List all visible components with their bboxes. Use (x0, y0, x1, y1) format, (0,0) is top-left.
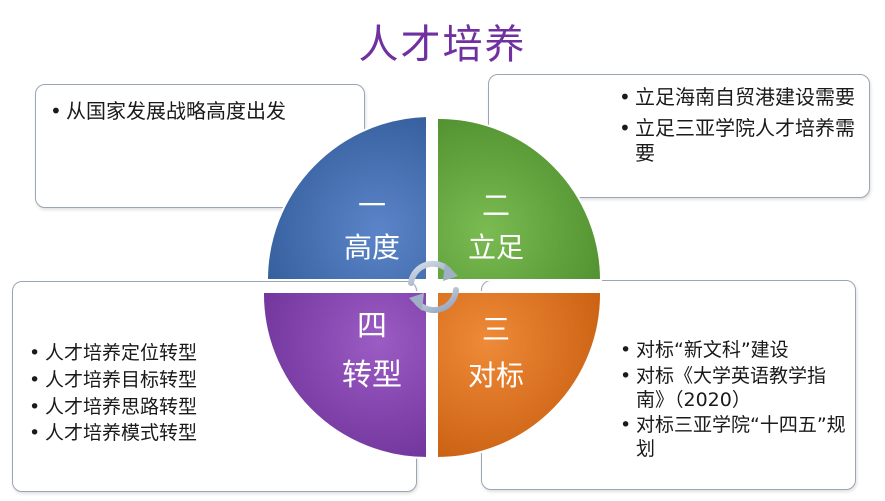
list-item: 对标三亚学院“十四五”规划 (618, 414, 847, 462)
quadrant-label-number: 二 (482, 189, 510, 222)
quadrant-label-number: 三 (482, 313, 510, 346)
list-item: 对标“新文科”建设 (618, 339, 847, 363)
list-item: 人才培养目标转型 (27, 369, 408, 393)
list-item: 人才培养定位转型 (27, 342, 408, 366)
list-item: 立足海南自贸港建设需要 (617, 85, 861, 110)
quadrant-label-text: 立足 (468, 231, 524, 264)
list-item: 人才培养思路转型 (27, 396, 408, 420)
text-box-bottom-right: 对标“新文科”建设 对标《大学英语教学指南》（2020） 对标三亚学院“十四五”… (481, 280, 856, 490)
quadrant-bottom-left: 四 转型 (261, 291, 428, 460)
list-item: 对标《大学英语教学指南》（2020） (618, 365, 847, 413)
text-box-top-right: 立足海南自贸港建设需要 立足三亚学院人才培养需要 (488, 74, 870, 198)
list-item: 立足三亚学院人才培养需要 (617, 116, 861, 166)
quadrant-top-left: 一 高度 (265, 114, 428, 281)
quadrant-label-text: 高度 (344, 231, 400, 264)
quadrant-label-text: 对标 (468, 359, 524, 392)
circular-arrows-icon (408, 260, 459, 314)
page-title: 人才培养 (358, 22, 527, 68)
quadrant-label-number: 四 (357, 309, 387, 344)
quadrant-bottom-right: 三 对标 (436, 291, 603, 460)
quadrant-label-text: 转型 (342, 358, 402, 393)
quadrant-label-number: 一 (358, 189, 386, 222)
quadrant-top-right: 二 立足 (436, 116, 603, 281)
list-item: 从国家发展战略高度出发 (48, 99, 354, 124)
list-item: 人才培养模式转型 (27, 422, 408, 446)
